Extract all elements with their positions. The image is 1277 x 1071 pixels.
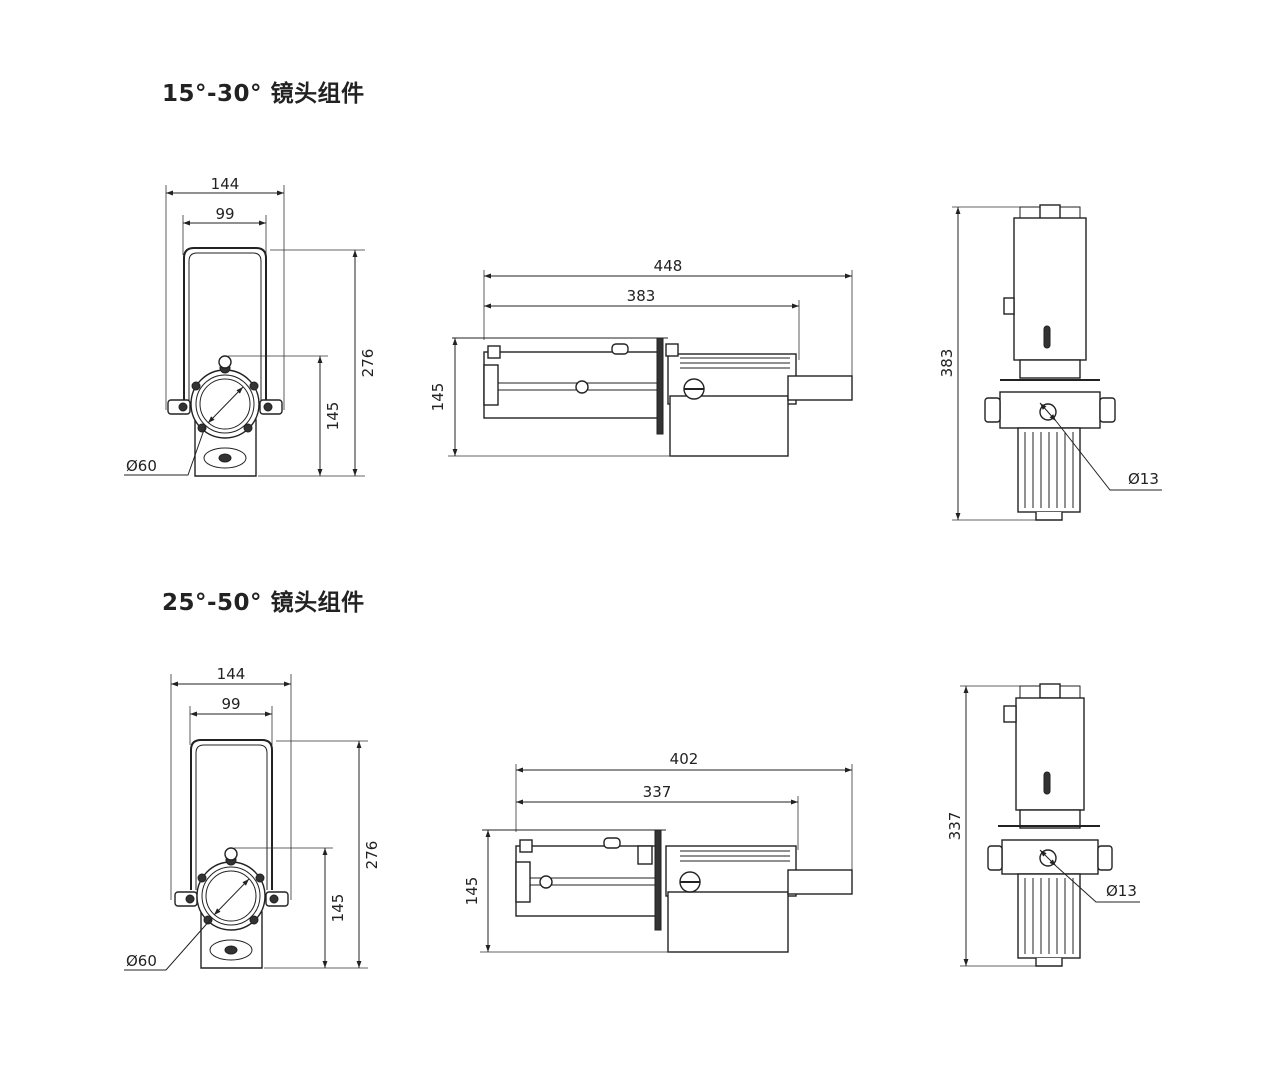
top-mount-dia-label: Ø13	[1128, 470, 1159, 488]
side-length-body-label: 383	[627, 287, 656, 305]
side-length-body-label: 337	[643, 783, 672, 801]
section-2-drawings: 144 99 Ø60	[124, 665, 1140, 971]
top-mount-dia-label: Ø13	[1106, 882, 1137, 900]
section-1-drawings: 144 99	[124, 175, 1162, 521]
side-length-total-label: 402	[670, 750, 699, 768]
front-lens-dia-label: Ø60	[126, 952, 157, 970]
side-height-axis-label: 145	[463, 877, 481, 906]
front-height-axis-label: 145	[329, 894, 347, 923]
section-title-1: 15°-30° 镜头组件	[162, 81, 365, 107]
front-view-2: 144 99 Ø60	[124, 665, 381, 971]
side-length-total-label: 448	[654, 257, 683, 275]
front-height-total-label: 276	[363, 841, 381, 870]
front-lens-dia-label: Ø60	[126, 457, 157, 475]
section-title-2: 25°-50° 镜头组件	[162, 590, 365, 616]
side-view-2: 402 337 145	[463, 750, 853, 953]
side-height-axis-label: 145	[429, 383, 447, 412]
top-length-label: 383	[938, 349, 956, 378]
front-height-total-label: 276	[359, 349, 377, 378]
front-width-inner-label: 99	[221, 695, 240, 713]
top-length-label: 337	[946, 812, 964, 841]
front-width-outer-label: 144	[211, 175, 240, 193]
front-height-axis-label: 145	[324, 402, 342, 431]
front-width-outer-label: 144	[217, 665, 246, 683]
top-view-2: 337 Ø13	[946, 683, 1140, 967]
top-view-1: 383 Ø13	[938, 204, 1162, 521]
front-width-inner-label: 99	[215, 205, 234, 223]
front-view-1: 144 99	[124, 175, 377, 477]
side-view-1: 448 383 145	[429, 257, 853, 457]
